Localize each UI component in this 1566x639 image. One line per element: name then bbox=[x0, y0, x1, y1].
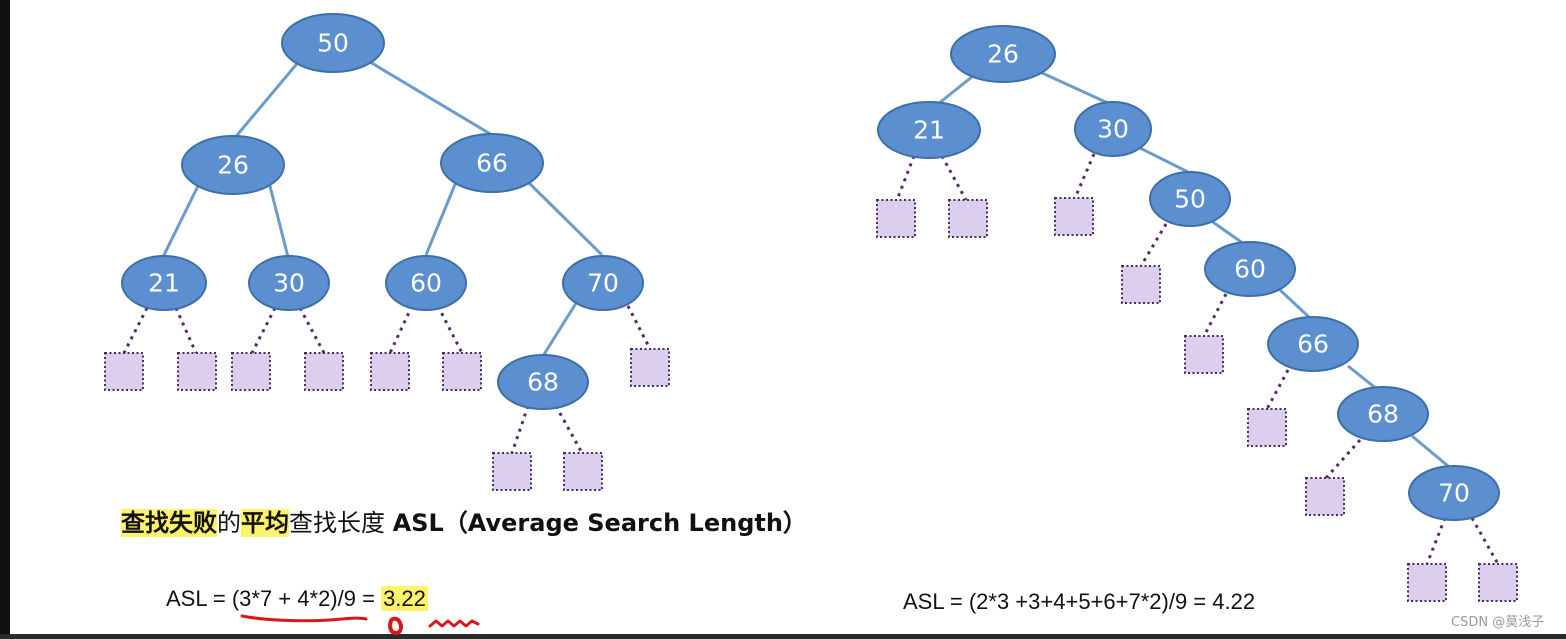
failure-leaf bbox=[1478, 563, 1518, 602]
edge bbox=[268, 185, 290, 258]
failure-leaf bbox=[1305, 477, 1345, 516]
failure-edge bbox=[1470, 517, 1500, 565]
failure-edge bbox=[298, 307, 326, 354]
tree-node bbox=[281, 13, 385, 73]
asl-caption: 查找失败的平均查找长度 ASL（Average Search Length） bbox=[121, 503, 807, 538]
failure-leaf bbox=[876, 199, 916, 238]
failure-edge bbox=[1425, 517, 1447, 565]
edge bbox=[161, 185, 200, 258]
failure-leaf bbox=[948, 199, 988, 238]
tree-node bbox=[562, 255, 644, 311]
tree-node bbox=[121, 255, 207, 311]
node-label: 60 bbox=[410, 269, 442, 298]
formula-skewed-tree: ASL = (2*3 +3+4+5+6+7*2)/9 = 4.22 bbox=[903, 589, 1256, 614]
tree-node bbox=[440, 133, 544, 193]
node-label: 68 bbox=[527, 368, 559, 397]
node-label: 30 bbox=[273, 269, 305, 298]
edge bbox=[541, 299, 580, 357]
failure-edge bbox=[940, 155, 968, 201]
node-label: 26 bbox=[987, 40, 1019, 69]
edge bbox=[1411, 434, 1449, 468]
highlight-average: 平均 bbox=[241, 509, 289, 537]
failure-leaf bbox=[1247, 408, 1287, 447]
node-label: 66 bbox=[476, 149, 508, 178]
failure-leaf bbox=[1054, 197, 1094, 236]
failure-leaf bbox=[104, 352, 144, 391]
edge bbox=[937, 70, 979, 106]
bottom-edge-bar bbox=[0, 634, 1566, 639]
tree-node bbox=[385, 255, 467, 311]
formula-result: 3.22 bbox=[381, 586, 428, 611]
failure-leaf bbox=[1407, 563, 1447, 602]
node-label: 21 bbox=[913, 116, 945, 145]
tree-node bbox=[877, 101, 981, 159]
failure-leaf bbox=[177, 352, 217, 391]
node-label: 50 bbox=[1174, 185, 1206, 214]
formula-balanced-tree: ASL = (3*7 + 4*2)/9 = 3.22 bbox=[166, 586, 428, 612]
node-label: 30 bbox=[1097, 115, 1129, 144]
tree-node bbox=[497, 354, 589, 410]
left-edge-bar bbox=[0, 0, 10, 639]
tree-node bbox=[1149, 171, 1231, 227]
tree-node bbox=[1074, 101, 1152, 157]
tree-node bbox=[1337, 386, 1429, 442]
failure-edge bbox=[250, 307, 277, 354]
failure-leaf bbox=[563, 452, 603, 491]
failure-edge bbox=[1202, 293, 1228, 337]
failure-leaf bbox=[370, 352, 410, 391]
node-label: 21 bbox=[148, 269, 180, 298]
edge bbox=[424, 181, 458, 256]
failure-leaf bbox=[1184, 335, 1224, 374]
failure-edge bbox=[1324, 438, 1362, 480]
node-label: 70 bbox=[587, 269, 619, 298]
failure-edge bbox=[388, 305, 414, 354]
failure-edge bbox=[554, 405, 584, 454]
right-tree: 26 21 30 50 60 66 68 70 bbox=[876, 25, 1518, 602]
edge bbox=[1347, 364, 1379, 392]
failure-leaf bbox=[492, 452, 532, 491]
left-tree: 50 26 66 21 30 60 70 68 bbox=[104, 13, 670, 491]
failure-leaf bbox=[442, 352, 482, 391]
edge bbox=[1209, 218, 1245, 246]
failure-leaf bbox=[231, 352, 271, 391]
edge bbox=[369, 60, 493, 137]
failure-leaf bbox=[304, 352, 344, 391]
tree-node bbox=[181, 135, 285, 195]
node-label: 68 bbox=[1367, 400, 1399, 429]
failure-edge bbox=[436, 305, 464, 354]
failure-leaf bbox=[1121, 265, 1161, 304]
formula-expression: ASL = (3*7 + 4*2)/9 = bbox=[166, 586, 382, 611]
failure-edge bbox=[895, 155, 916, 201]
tree-node bbox=[1267, 316, 1359, 372]
failure-edge bbox=[1139, 223, 1168, 267]
edge bbox=[1139, 146, 1189, 174]
highlight-failed-search: 查找失败 bbox=[121, 509, 217, 537]
node-label: 60 bbox=[1234, 255, 1266, 284]
caption-asl-term: ASL（Average Search Length） bbox=[392, 509, 807, 537]
node-label: 66 bbox=[1297, 330, 1329, 359]
failure-edge bbox=[122, 307, 149, 354]
caption-particle: 的 bbox=[217, 509, 241, 537]
failure-edge bbox=[626, 305, 652, 350]
edge bbox=[1278, 288, 1312, 320]
node-label: 50 bbox=[317, 29, 349, 58]
failure-edge bbox=[510, 405, 530, 454]
edge bbox=[1039, 70, 1111, 106]
tree-node bbox=[1204, 241, 1296, 297]
edge bbox=[526, 180, 604, 257]
tree-node bbox=[1408, 465, 1500, 521]
failure-edge bbox=[174, 307, 198, 354]
edge bbox=[231, 59, 302, 141]
failure-leaf bbox=[630, 348, 670, 387]
node-label: 70 bbox=[1438, 479, 1470, 508]
tree-node bbox=[248, 255, 330, 311]
failure-edge bbox=[1265, 369, 1290, 410]
watermark: CSDN @莫浅子 bbox=[1451, 615, 1545, 630]
tree-node bbox=[950, 25, 1056, 83]
failure-edge bbox=[1073, 153, 1096, 199]
caption-search-length: 查找长度 bbox=[289, 509, 393, 537]
node-label: 26 bbox=[217, 151, 249, 180]
